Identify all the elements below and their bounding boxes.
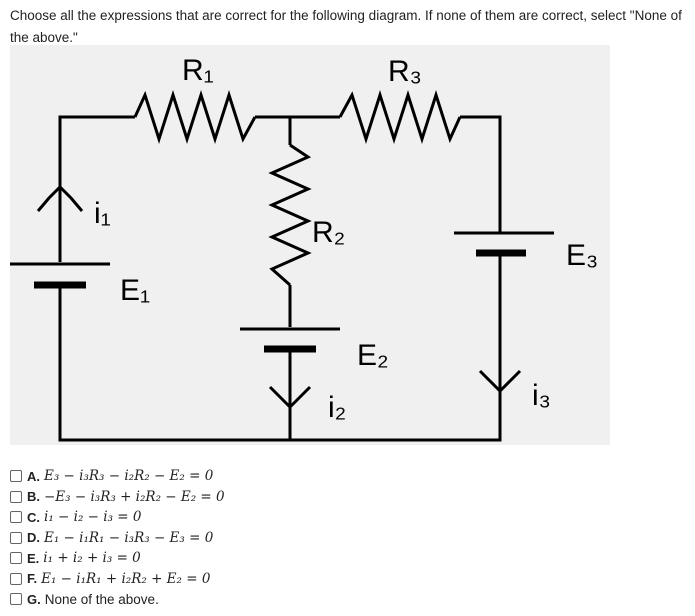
option-a[interactable]: A. E₃ − i₃R₃ − i₂R₂ − E₂ = 0 <box>10 466 225 487</box>
arrow-i3-down-icon <box>478 369 522 394</box>
option-c-expression: i₁ − i₂ − i₃ = 0 <box>44 509 142 526</box>
label-i3: i₃ <box>532 379 551 412</box>
label-i1: i₁ <box>94 197 111 230</box>
option-g-checkbox[interactable] <box>10 593 22 606</box>
arrow-i2-down-icon <box>268 385 312 410</box>
label-e1: E₁ <box>120 274 150 307</box>
label-r2: R₂ <box>312 216 345 249</box>
option-c-checkbox[interactable] <box>10 511 22 524</box>
option-f[interactable]: F. E₁ − i₁R₁ + i₂R₂ + E₂ = 0 <box>10 569 225 590</box>
wire-left-top <box>58 115 135 262</box>
option-e-letter: E. <box>27 550 40 566</box>
option-g-letter: G. <box>27 591 41 607</box>
arrow-i1-up-icon <box>36 184 84 212</box>
option-g-text: None of the above. <box>44 591 159 607</box>
label-e2: E₂ <box>357 339 389 372</box>
circuit-svg: R₁ R₃ R₂ E₁ E₂ E₃ i₁ i₂ i₃ <box>10 54 598 442</box>
option-a-checkbox[interactable] <box>10 470 22 483</box>
option-a-expression: E₃ − i₃R₃ − i₂R₂ − E₂ = 0 <box>44 468 214 485</box>
wire-right-top <box>460 115 502 232</box>
label-r1: R₁ <box>182 54 214 87</box>
option-c[interactable]: C. i₁ − i₂ − i₃ = 0 <box>10 507 225 528</box>
option-g[interactable]: G. None of the above. <box>10 589 225 610</box>
question-text: Choose all the expressions that are corr… <box>10 8 682 45</box>
option-e-checkbox[interactable] <box>10 552 22 565</box>
resistor-r3 <box>338 90 462 144</box>
option-f-letter: F. <box>27 571 38 587</box>
option-d-expression: E₁ − i₁R₁ − i₃R₃ − E₃ = 0 <box>44 529 214 546</box>
option-b-expression: −E₃ − i₃R₃ + i₂R₂ − E₂ = 0 <box>44 488 225 505</box>
option-b-checkbox[interactable] <box>10 490 22 503</box>
label-i2: i₂ <box>328 391 346 424</box>
option-a-letter: A. <box>27 468 40 484</box>
option-b[interactable]: B. −E₃ − i₃R₃ + i₂R₂ − E₂ = 0 <box>10 487 225 508</box>
option-c-letter: C. <box>27 509 40 525</box>
option-d-checkbox[interactable] <box>10 531 22 544</box>
circuit-diagram: R₁ R₃ R₂ E₁ E₂ E₃ i₁ i₂ i₃ <box>10 45 610 445</box>
label-e3: E₃ <box>566 239 598 272</box>
option-f-expression: E₁ − i₁R₁ + i₂R₂ + E₂ = 0 <box>41 570 211 587</box>
option-d[interactable]: D. E₁ − i₁R₁ − i₃R₃ − E₃ = 0 <box>10 528 225 549</box>
option-e-expression: i₁ + i₂ + i₃ = 0 <box>43 550 141 567</box>
resistor-r2 <box>268 143 312 287</box>
answer-options: A. E₃ − i₃R₃ − i₂R₂ − E₂ = 0 B. −E₃ − i₃… <box>10 466 225 610</box>
option-d-letter: D. <box>27 530 40 546</box>
option-f-checkbox[interactable] <box>10 572 22 585</box>
option-b-letter: B. <box>27 489 40 505</box>
resistor-r1 <box>133 90 257 144</box>
option-e[interactable]: E. i₁ + i₂ + i₃ = 0 <box>10 548 225 569</box>
label-r3: R₃ <box>388 55 422 88</box>
